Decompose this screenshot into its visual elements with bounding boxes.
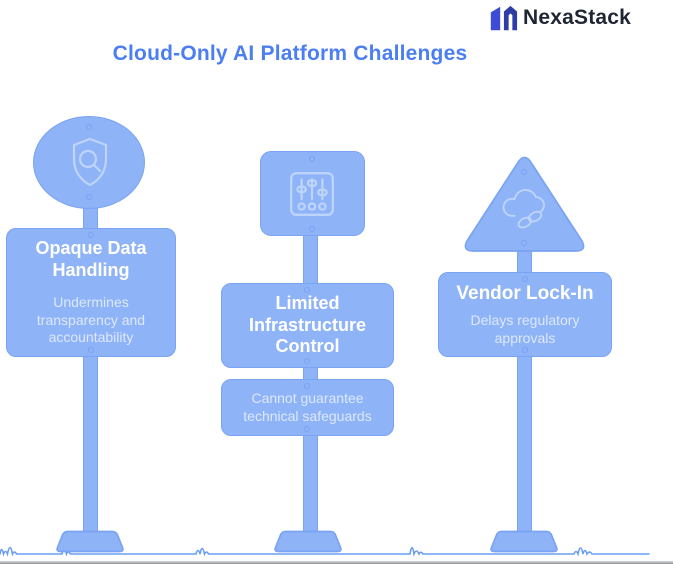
ground-line [0,546,650,557]
page-title: Cloud-Only AI Platform Challenges [112,42,468,65]
bolt-icon [86,194,92,200]
bolt-icon [304,358,310,364]
triangle-sign [464,156,585,252]
brand-name: NexaStack [523,6,632,29]
sign-board: Limited Infrastructure Control [221,283,394,368]
bolt-icon [522,276,528,282]
bolt-icon [522,347,528,353]
bolt-icon [88,347,94,353]
sign-board: Opaque Data Handling Undermines transpar… [6,228,176,357]
sign-board: Vendor Lock-In Delays regulatory approva… [438,272,612,357]
bolt-icon [304,426,310,432]
bolt-icon [304,287,310,293]
sign-base [56,530,124,553]
bolt-icon [88,232,94,238]
nexastack-logo-icon [490,5,518,31]
bolt-icon [304,383,310,389]
brand-logo: NexaStack [488,3,631,33]
bolt-icon [309,156,315,162]
sign-base [490,530,558,553]
shield-search-icon [72,137,108,187]
sign-subtext: Undermines transparency and accountabili… [36,293,146,346]
sign-subtext: Cannot guarantee technical safeguards [243,389,372,424]
sign-subtext: Delays regulatory approvals [470,311,580,346]
bolt-icon [86,124,92,130]
sign-heading: Vendor Lock-In [456,282,594,304]
circle-sign [33,116,145,209]
screen-bottom-edge [0,561,673,564]
cloud-chain-link-icon [502,189,545,229]
bolt-icon [521,169,527,175]
sign-heading: Limited Infrastructure Control [248,292,367,357]
sign-base [274,530,342,553]
bolt-icon [521,240,527,246]
bolt-icon [309,226,315,232]
sign-heading: Opaque Data Handling [35,237,147,280]
control-sliders-icon [290,172,334,216]
